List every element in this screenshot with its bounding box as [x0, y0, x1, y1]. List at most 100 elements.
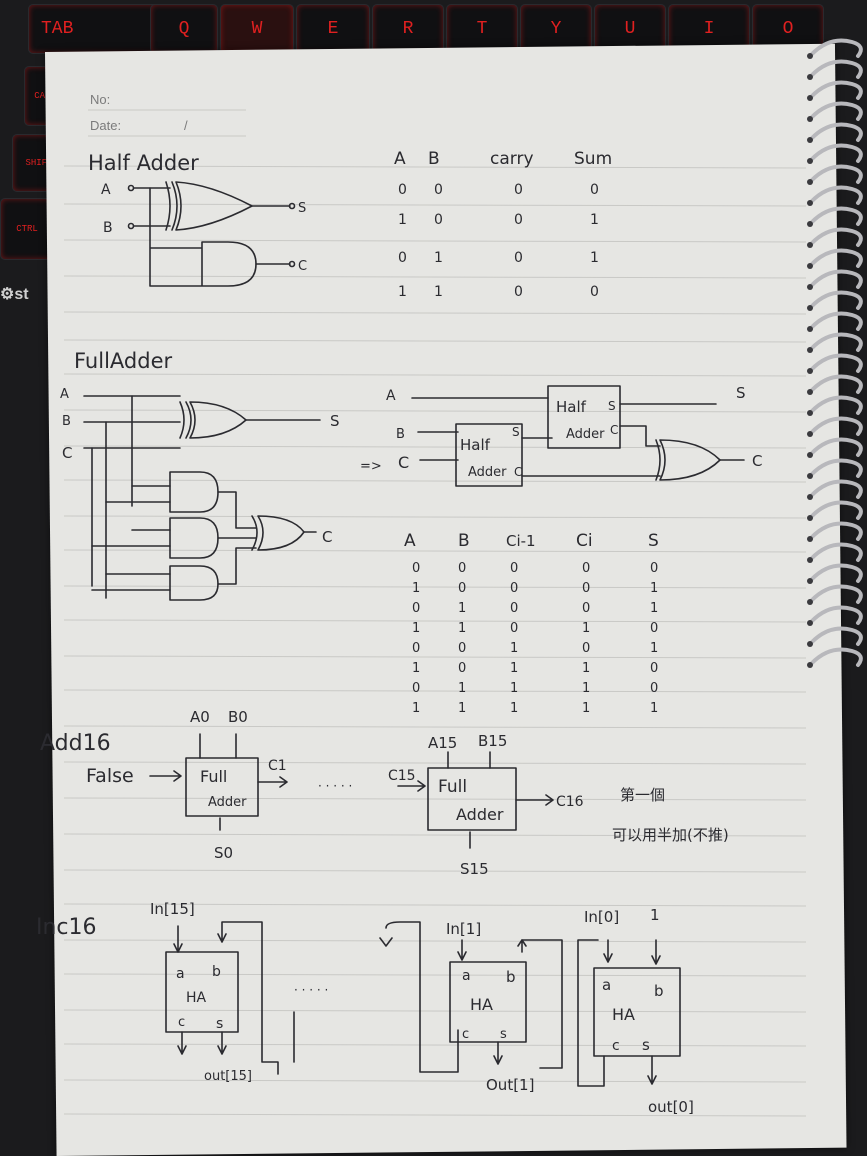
spiral-hole [807, 620, 813, 626]
fa-table-cell: 0 [582, 561, 590, 576]
fa-ha2-line1: Half [556, 398, 587, 416]
fa-table-cell: 1 [510, 661, 518, 676]
ha-table-cell: 0 [590, 284, 599, 300]
fa-table-cell: 1 [650, 601, 658, 616]
add16-fa0-b: B0 [228, 708, 248, 726]
fa-table-cell: 1 [650, 641, 658, 656]
keyboard-logo-label: st [14, 286, 29, 303]
fa-block-out-c: C [752, 452, 762, 470]
fa-table-cell: 0 [412, 601, 420, 616]
inc16-ha0-one: 1 [650, 906, 660, 924]
spiral-ring [810, 500, 863, 520]
full-adder-truth-table: A B Ci-1 Ci S [404, 531, 659, 551]
fa-ha2-c: C [610, 423, 618, 437]
inc16-ha0-c: c [612, 1038, 620, 1054]
inc16-ha0-out: out[0] [648, 1098, 694, 1116]
spiral-hole [807, 452, 813, 458]
spiral-ring [810, 563, 863, 583]
ha-table-header-sum: Sum [574, 149, 612, 169]
fa-table-cell: 0 [650, 621, 658, 636]
key-r: R [372, 4, 444, 54]
spiral-hole [807, 305, 813, 311]
inc16-ha1-a: a [462, 968, 471, 984]
fa-table-header-s: S [648, 531, 659, 551]
fa-table-header-b: B [458, 531, 470, 551]
key-shift-label: SHIFT [25, 158, 53, 168]
spiral-ring [810, 59, 863, 79]
spiral-ring [810, 374, 863, 394]
spiral-hole [807, 641, 813, 647]
spiral-ring [810, 458, 863, 478]
ha-input-a: A [101, 182, 111, 198]
add16-fa15-s: S15 [460, 860, 489, 878]
fa-table-cell: 1 [458, 621, 466, 636]
spiral-ring [810, 206, 863, 226]
spiral-hole [807, 284, 813, 290]
fa-table-cell: 0 [650, 661, 658, 676]
fa-table-cell: 0 [510, 621, 518, 636]
fa-output-c: C [322, 528, 332, 546]
spiral-hole [807, 263, 813, 269]
add16-diagram [149, 733, 554, 849]
fa-table-cell: 0 [582, 641, 590, 656]
ha-table-cell: 1 [590, 250, 599, 266]
fa-table-cell: 0 [650, 681, 658, 696]
add16-title: Add16 [40, 731, 111, 756]
key-t: T [446, 4, 518, 54]
key-w: W [220, 4, 294, 54]
add16-fa15-b: B15 [478, 732, 507, 750]
fa-table-cell: 1 [650, 581, 658, 596]
fa-table-cell: 0 [458, 641, 466, 656]
fa-table-cell: 1 [458, 701, 466, 716]
fa-table-cell: 0 [458, 661, 466, 676]
fa-input-c: C [62, 444, 72, 462]
key-tab-label: TAB [41, 19, 74, 39]
fa-input-b: B [62, 414, 71, 429]
key-u-label: U [624, 19, 636, 39]
spiral-hole [807, 74, 813, 80]
spiral-ring [810, 38, 863, 58]
fa-block-in-a: A [386, 388, 396, 404]
spiral-hole [807, 326, 813, 332]
key-caps-label: CAPS [34, 91, 56, 101]
inc16-ha15-a: a [176, 966, 185, 982]
fa-ha2-s: S [608, 399, 616, 413]
spiral-ring [810, 332, 863, 352]
add16-fa15-line2: Adder [456, 805, 504, 824]
spiral-ring [810, 122, 863, 142]
spiral-ring [810, 395, 863, 415]
inc16-dots: · · · · · [294, 983, 328, 997]
half-adder-truth-table: A B carry Sum [394, 149, 612, 169]
key-w-label: W [251, 19, 263, 39]
spiral-hole [807, 95, 813, 101]
fa-table-cell: 1 [510, 701, 518, 716]
key-e: E [296, 4, 370, 54]
key-ctrl-label: CTRL [16, 224, 38, 234]
inc16-diagram [165, 921, 681, 1087]
spiral-hole [807, 53, 813, 59]
spiral-hole [807, 221, 813, 227]
fa-table-cell: 1 [582, 661, 590, 676]
ha-table-cell: 1 [398, 284, 407, 300]
key-y-label: Y [550, 19, 562, 39]
fa-table-header-a: A [404, 531, 416, 551]
key-o-label: O [782, 19, 794, 39]
spiral-hole [807, 536, 813, 542]
add16-note-line2: 可以用半加(不推) [612, 826, 729, 844]
fa-table-cell: 1 [458, 681, 466, 696]
inc16-ha15-b: b [212, 964, 221, 980]
spiral-ring [810, 164, 863, 184]
spiral-ring [810, 80, 863, 100]
spiral-hole [807, 515, 813, 521]
ha-output-s: S [298, 201, 306, 216]
fa-table-cell: 0 [582, 601, 590, 616]
fa-ha1-s: S [512, 425, 520, 439]
spiral-ring [810, 479, 863, 499]
spiral-ring [810, 542, 863, 562]
inc16-ha15-out: out[15] [204, 1069, 252, 1084]
fa-table-header-ci: Ci [576, 531, 593, 551]
